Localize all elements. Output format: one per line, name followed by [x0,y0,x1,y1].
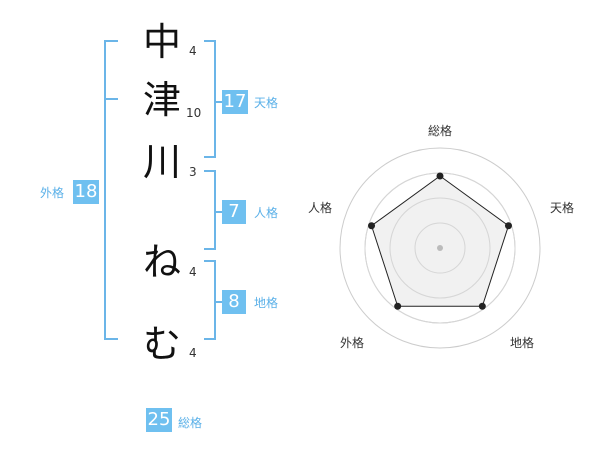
gaikaku-bracket-bottom [104,338,118,340]
name-char-2: 津 [142,78,181,122]
gaikaku-badge: 18 [73,180,99,204]
radar-axis-label-1: 総格 [428,124,453,138]
name-char-4: ね [142,240,181,284]
tenkaku-bracket-top [204,40,216,42]
radar-point-4 [394,302,402,310]
gaikaku-bracket-mid [104,98,118,100]
radar-axis-label-5: 人格 [308,201,333,215]
name-char-1: 中 [142,20,181,64]
tenkaku-bracket-vertical [214,40,216,158]
radar-axis-label-2: 天格 [550,201,575,215]
chikaku-bracket-bottom [204,338,216,340]
tenkaku-bracket-bottom [204,156,216,158]
radar-point-3 [478,302,486,310]
stroke-count-4: 4 [189,265,197,279]
chikaku-bracket-top [204,260,216,262]
name-char-3: 川 [142,140,181,184]
soukaku-label: 総格 [178,416,203,430]
radar-inner-ring-1 [414,222,466,274]
jinkaku-badge: 7 [222,200,246,224]
gaikaku-bracket-vertical [104,40,106,340]
radar-point-1 [436,172,444,180]
radar-inner-ring-2 [389,197,491,299]
stroke-count-3: 3 [189,165,197,179]
radar-axis-label-4: 外格 [340,336,365,350]
chikaku-bracket-tick [214,301,222,303]
tenkaku-bracket-tick [214,101,222,103]
radar-center-dot [437,245,443,251]
radar-polygon [370,175,510,307]
name-char-5: む [142,322,181,366]
stroke-count-1: 4 [189,44,197,58]
jinkaku-label: 人格 [254,206,279,220]
jinkaku-bracket-bottom [204,248,216,250]
gaikaku-bracket-top [104,40,118,42]
tenkaku-label: 天格 [254,96,279,110]
tenkaku-badge: 17 [222,90,248,114]
chikaku-badge: 8 [222,290,246,314]
jinkaku-bracket-top [204,170,216,172]
chikaku-bracket-vertical [214,260,216,340]
soukaku-badge: 25 [146,408,172,432]
jinkaku-bracket-vertical [214,170,216,250]
stroke-count-5: 4 [189,346,197,360]
radar-axis-label-3: 地格 [510,336,535,350]
gaikaku-label: 外格 [40,186,65,200]
jinkaku-bracket-tick [214,211,222,213]
radar-point-2 [504,222,512,230]
radar-point-5 [368,222,376,230]
radar-ring-4 [339,147,541,349]
stroke-count-2: 10 [186,106,202,120]
chikaku-label: 地格 [254,296,279,310]
